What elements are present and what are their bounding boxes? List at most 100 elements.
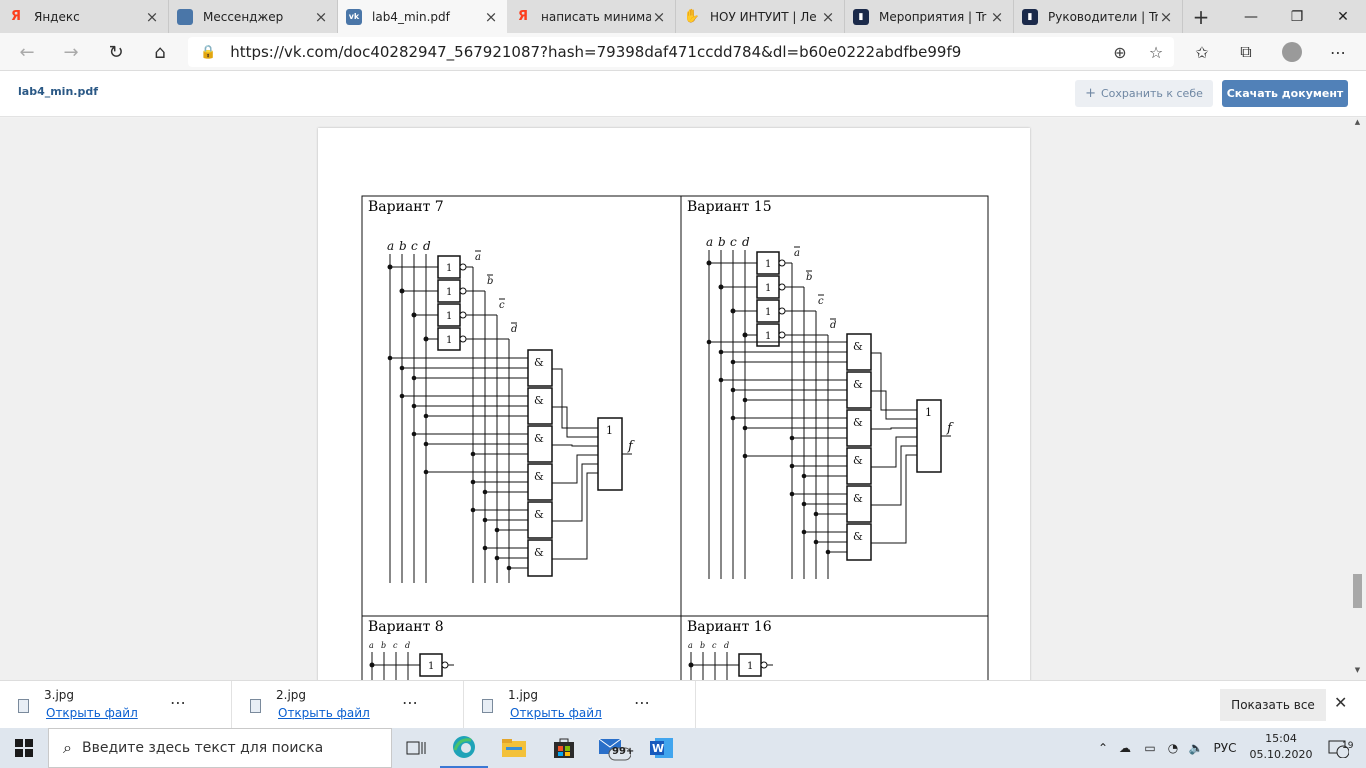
mail-icon[interactable]: 99+ <box>590 728 638 768</box>
wire <box>871 445 917 506</box>
edge-browser-icon[interactable] <box>440 728 488 768</box>
zoom-icon[interactable]: ⊕ <box>1113 42 1127 62</box>
inverted-label: a <box>794 248 800 259</box>
url-text[interactable]: https://vk.com/doc40282947_567921087?has… <box>230 43 962 61</box>
input-label: c <box>393 641 398 650</box>
variant-label: Вариант 15 <box>687 199 772 215</box>
gate-symbol: 1 <box>446 263 452 274</box>
junction-dot <box>742 425 748 431</box>
save-to-self-button[interactable]: + Сохранить к себе <box>1075 80 1213 107</box>
more-options-icon[interactable]: ⋯ <box>402 693 418 712</box>
more-options-icon[interactable]: ⋯ <box>634 693 650 712</box>
tab-close-icon[interactable]: × <box>1159 7 1173 26</box>
tab-close-icon[interactable]: × <box>484 7 498 26</box>
favorite-star-icon[interactable]: ☆ <box>1148 42 1164 62</box>
junction-dot <box>801 529 807 535</box>
junction-dot <box>789 435 795 441</box>
show-all-downloads-button[interactable]: Показать все <box>1220 689 1326 721</box>
profile-avatar[interactable] <box>1276 37 1308 67</box>
file-explorer-icon[interactable] <box>490 728 538 768</box>
scroll-up-icon[interactable]: ▲ <box>1354 118 1361 126</box>
notifications-icon[interactable]: 19 <box>1318 728 1358 768</box>
lock-icon[interactable]: 🔒 <box>200 44 217 60</box>
start-button[interactable] <box>0 728 48 768</box>
close-window-icon[interactable]: ✕ <box>1337 8 1349 25</box>
more-options-icon[interactable]: ⋯ <box>170 693 186 712</box>
input-label: b <box>381 641 386 650</box>
and-gate <box>846 371 872 409</box>
collections-icon[interactable]: ⧉ <box>1240 42 1252 61</box>
open-file-link[interactable]: Открыть файл <box>46 706 138 720</box>
home-icon[interactable]: ⌂ <box>154 41 166 63</box>
tab-close-icon[interactable]: × <box>314 7 328 26</box>
wifi-icon[interactable]: ◔ <box>1167 741 1179 755</box>
gate-symbol: 1 <box>765 259 771 270</box>
input-label: b <box>399 239 407 253</box>
minimize-icon[interactable]: — <box>1244 8 1258 25</box>
close-downloads-icon[interactable]: ✕ <box>1334 693 1348 712</box>
pdf-viewer[interactable]: Вариант 7 Вариант 15 Вариант 8 Вариант 1… <box>0 118 1366 680</box>
inverted-label: b <box>487 276 493 287</box>
save-button-label: Сохранить к себе <box>1101 87 1203 100</box>
settings-more-icon[interactable]: ⋯ <box>1330 42 1346 62</box>
browser-tab[interactable]: Мессенджер × <box>169 0 338 33</box>
open-file-link[interactable]: Открыть файл <box>510 706 602 720</box>
address-field[interactable]: 🔒 https://vk.com/doc40282947_567921087?h… <box>188 37 1174 67</box>
gate-symbol: 1 <box>446 335 452 346</box>
gate-symbol: 1 <box>446 287 452 298</box>
volume-icon[interactable]: 🔈 <box>1188 741 1204 755</box>
vertical-scrollbar[interactable]: ▲ ▼ <box>1349 118 1366 680</box>
input-label: c <box>730 235 737 249</box>
forward-icon[interactable]: → <box>63 41 79 63</box>
battery-icon[interactable]: ▭ <box>1144 741 1156 755</box>
tab-close-icon[interactable]: × <box>821 7 835 26</box>
language-indicator[interactable]: РУС <box>1213 741 1237 755</box>
tab-label: Руководители | Tr <box>1048 9 1158 24</box>
scrollbar-thumb[interactable] <box>1353 574 1362 608</box>
word-icon[interactable]: W <box>638 728 686 768</box>
junction-dot <box>387 355 393 361</box>
download-document-button[interactable]: Скачать документ <box>1222 80 1348 107</box>
tab-close-icon[interactable]: × <box>145 7 159 26</box>
tab-label: Мессенджер <box>203 9 284 24</box>
inversion-bubble <box>441 661 449 669</box>
gate-symbol: & <box>534 546 544 559</box>
browser-tab[interactable]: ▮Руководители | Tr× <box>1014 0 1183 33</box>
tab-label: Яндекс <box>34 9 80 24</box>
download-button-label: Скачать документ <box>1226 87 1344 100</box>
chevron-up-icon[interactable]: ⌃ <box>1097 741 1109 755</box>
restore-icon[interactable]: ❐ <box>1290 8 1304 25</box>
tab-close-icon[interactable]: × <box>652 7 666 26</box>
open-file-link[interactable]: Открыть файл <box>278 706 370 720</box>
junction-dot <box>506 565 512 571</box>
task-view-icon[interactable] <box>392 728 440 768</box>
tab-label: НОУ ИНТУИТ | Ле <box>710 9 817 24</box>
new-tab-button[interactable]: + <box>1192 4 1210 29</box>
browser-tab[interactable]: ▮Мероприятия | Tr× <box>845 0 1014 33</box>
junction-dot <box>718 377 724 383</box>
junction-dot <box>742 453 748 459</box>
scroll-down-icon[interactable]: ▼ <box>1354 666 1361 674</box>
store-icon[interactable] <box>540 728 588 768</box>
vk-icon: vk <box>346 8 362 25</box>
back-icon[interactable]: ← <box>19 41 35 63</box>
favorites-icon[interactable]: ✩ <box>1195 42 1209 62</box>
avatar <box>1282 42 1302 62</box>
clock[interactable]: 15:04 05.10.2020 <box>1246 731 1316 763</box>
tab-close-icon[interactable]: × <box>990 7 1004 26</box>
cloud-icon[interactable]: ☁ <box>1119 741 1131 755</box>
taskbar-search[interactable]: ⌕ Введите здесь текст для поиска <box>48 728 392 768</box>
browser-tab[interactable]: ✋НОУ ИНТУИТ | Ле× <box>676 0 845 33</box>
variant-label: Вариант 16 <box>687 619 772 635</box>
clock-time: 15:04 <box>1265 732 1297 745</box>
and-gate <box>527 425 553 463</box>
gate-symbol: 1 <box>446 311 452 322</box>
refresh-icon[interactable]: ↻ <box>108 41 124 63</box>
gate-symbol: 1 <box>765 307 771 318</box>
